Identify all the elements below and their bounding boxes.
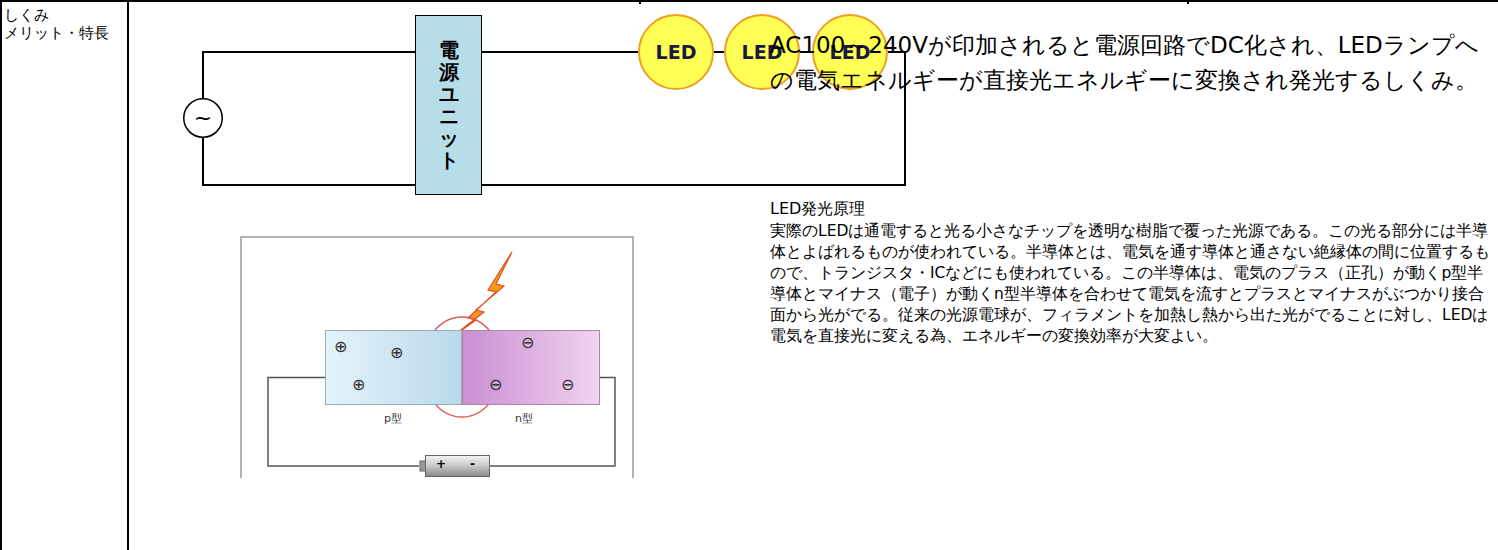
charge-symbol: ⊕	[390, 345, 403, 361]
led-circle-text: LED	[656, 43, 697, 62]
type-label: p型	[384, 413, 402, 424]
battery: +-	[425, 455, 490, 477]
row-header: しくみ	[4, 6, 49, 24]
charge-symbol: ⊕	[334, 339, 347, 355]
wire	[203, 138, 415, 185]
principle-text: 実際のLEDは通電すると光る小さなチップを透明な樹脂で覆った光源である。この光る…	[770, 221, 1492, 347]
power-unit-box-text: 電源ユニット	[439, 39, 459, 171]
charge-symbol: ⊖	[521, 335, 534, 351]
charge-symbol: +	[436, 458, 446, 470]
led-circle: LED	[638, 14, 714, 90]
power-unit-box: 電源ユニット	[415, 15, 482, 195]
charge-symbol: ⊖	[489, 377, 502, 393]
charge-symbol: ⊕	[352, 377, 365, 393]
wire	[482, 51, 638, 53]
ac-source: ~	[183, 98, 223, 138]
pn-junction-frame	[241, 237, 633, 478]
row-header: メリット・特長	[4, 24, 109, 42]
type-label: n型	[515, 413, 533, 424]
description-text: AC100～240Vが印加されると電源回路でDC化され、LEDランプへの電気エネ…	[770, 28, 1492, 98]
wire	[714, 51, 724, 53]
wire	[203, 52, 415, 98]
p-type-semiconductor: ⊕⊕⊕p型	[325, 330, 462, 405]
ac-source-text: ~	[194, 107, 212, 129]
n-type-semiconductor: ⊖⊖⊖n型	[462, 330, 600, 405]
light-bolt	[448, 252, 512, 340]
charge-symbol: ⊖	[561, 377, 574, 393]
charge-symbol: -	[470, 458, 475, 470]
section-heading: LED発光原理	[770, 198, 865, 220]
